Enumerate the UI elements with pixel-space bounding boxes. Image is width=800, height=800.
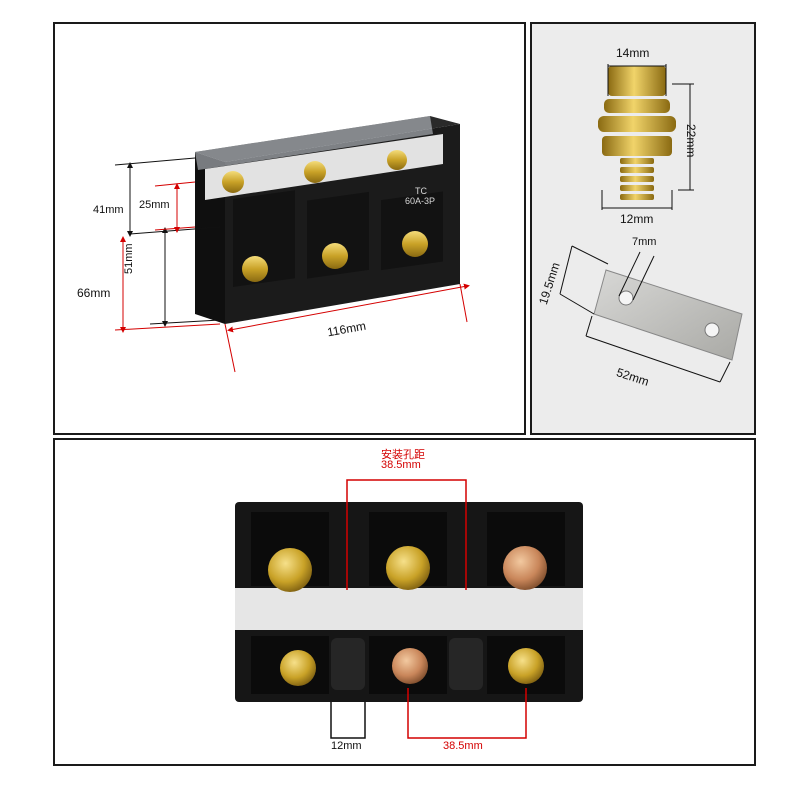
terminal-block-dimension-panel: 41mm 25mm 66mm 51mm 116mm TC 60A-3P (53, 22, 526, 435)
brand-marking: TC (415, 186, 427, 196)
screw-thread-label: 12mm (620, 212, 654, 226)
screw-icon (386, 546, 430, 590)
dim-height-inner-label: 25mm (139, 199, 170, 211)
mount-label: 安装孔距 (381, 449, 425, 461)
spacing-lines-red (346, 479, 527, 739)
accessories-drawing (559, 64, 743, 383)
screw-icon (242, 256, 268, 282)
dim-height-body-label: 51mm (123, 243, 135, 274)
screw-icon (392, 648, 428, 684)
screw-dimension-lines (601, 64, 694, 210)
screw-icon (508, 648, 544, 684)
dim-height-total-label: 66mm (77, 286, 111, 300)
mount-spacing-label: 38.5mm (381, 459, 421, 471)
screw-icon (304, 161, 326, 183)
screw-icon (503, 546, 547, 590)
screw-icon (598, 66, 676, 200)
dimension-lines-red (114, 181, 470, 373)
screw-icon (322, 243, 348, 269)
slot-width-label: 12mm (331, 740, 362, 752)
plate-hole-icon (704, 322, 720, 338)
screw-icon (268, 548, 312, 592)
screw-icon (222, 171, 244, 193)
plate-hole-label: 7mm (632, 236, 657, 248)
screw-height-label: 22mm (684, 124, 698, 158)
terminal-spacing-label: 38.5mm (443, 740, 483, 752)
screw-icon (402, 231, 428, 257)
lower-screws (280, 648, 544, 686)
dim-height-top-label: 41mm (93, 204, 124, 216)
screw-icon (280, 650, 316, 686)
link-plate (593, 269, 743, 361)
terminal-block-body (195, 116, 460, 324)
terminal-block-perspective-drawing (114, 116, 470, 373)
upper-screws (268, 546, 547, 592)
plate-dimension-lines (559, 245, 731, 383)
screw-terminals (222, 150, 428, 282)
front-view-spacing-panel: 安装孔距 38.5mm 12mm 38.5mm (53, 438, 756, 766)
model-marking: 60A-3P (405, 196, 436, 206)
slot-width-lines (330, 702, 366, 739)
screw-icon (387, 150, 407, 170)
accessories-dimension-panel: 14mm 22mm 12mm 19.5mm 7mm 52mm (530, 22, 756, 435)
plate-hole-icon (618, 290, 634, 306)
terminal-block-front-drawing (235, 479, 583, 739)
screw-width-label: 14mm (616, 46, 650, 60)
